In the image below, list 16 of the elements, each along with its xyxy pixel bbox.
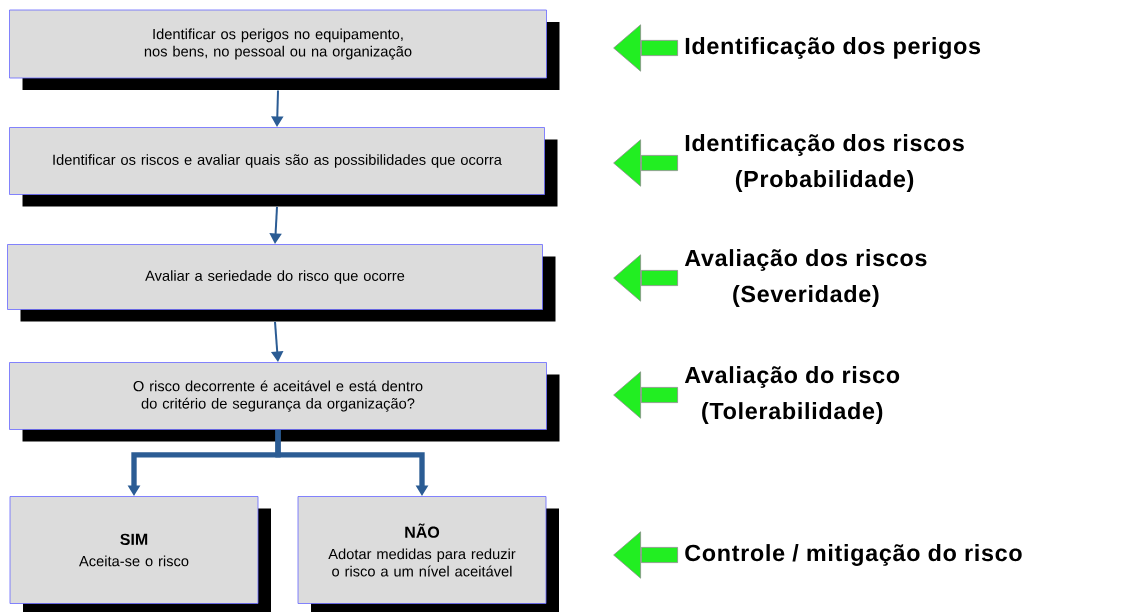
block-arrow bbox=[613, 371, 678, 419]
phase-label: Controle / mitigação do risco bbox=[685, 544, 1022, 566]
block-arrow bbox=[613, 254, 678, 302]
block-arrow bbox=[613, 139, 678, 187]
block-arrow bbox=[613, 531, 678, 579]
process-box: Avaliar a seriedade do risco que ocorre bbox=[7, 244, 556, 322]
phase-label: Identificação dos riscos (Probabilidade) bbox=[685, 134, 964, 192]
phase-label: Identificação dos perigos bbox=[685, 37, 981, 59]
process-box: NÃO Adotar medidas para reduzir o risco a um nível aceitável bbox=[297, 496, 559, 612]
process-box: Identificar os riscos e avaliar quais são as possibilidades que ocorra bbox=[9, 127, 558, 207]
process-box: SIM Aceita-se o risco bbox=[9, 496, 271, 612]
phase-label: Avaliação dos riscos (Severidade) bbox=[684, 249, 927, 307]
process-box: Identificar os perigos no equipamento, nos bens, no pessoal ou na organização bbox=[9, 9, 560, 90]
process-box: O risco decorrente é aceitável e está dentro do critério de segurança da organização? bbox=[9, 362, 560, 442]
block-arrow bbox=[613, 24, 678, 72]
phase-label: Avaliação do risco (Tolerabilidade) bbox=[684, 366, 900, 424]
